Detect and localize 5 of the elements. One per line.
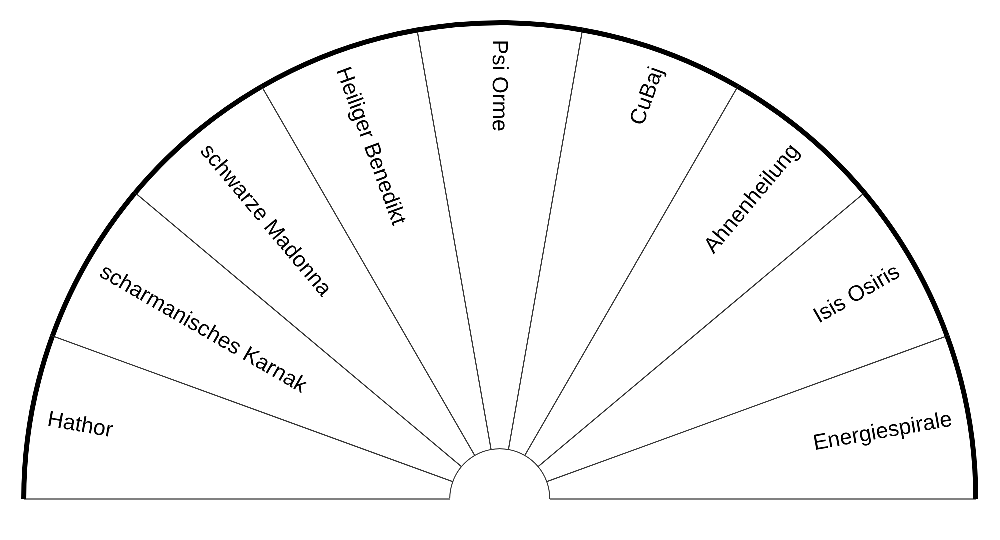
dial-sector — [414, 20, 586, 453]
sector-label: Psi Orme — [489, 40, 511, 132]
sector-label: CuBaj — [626, 64, 668, 128]
sector-label: Isis Osiris — [809, 260, 903, 327]
sector-label: Hathor — [46, 408, 115, 442]
